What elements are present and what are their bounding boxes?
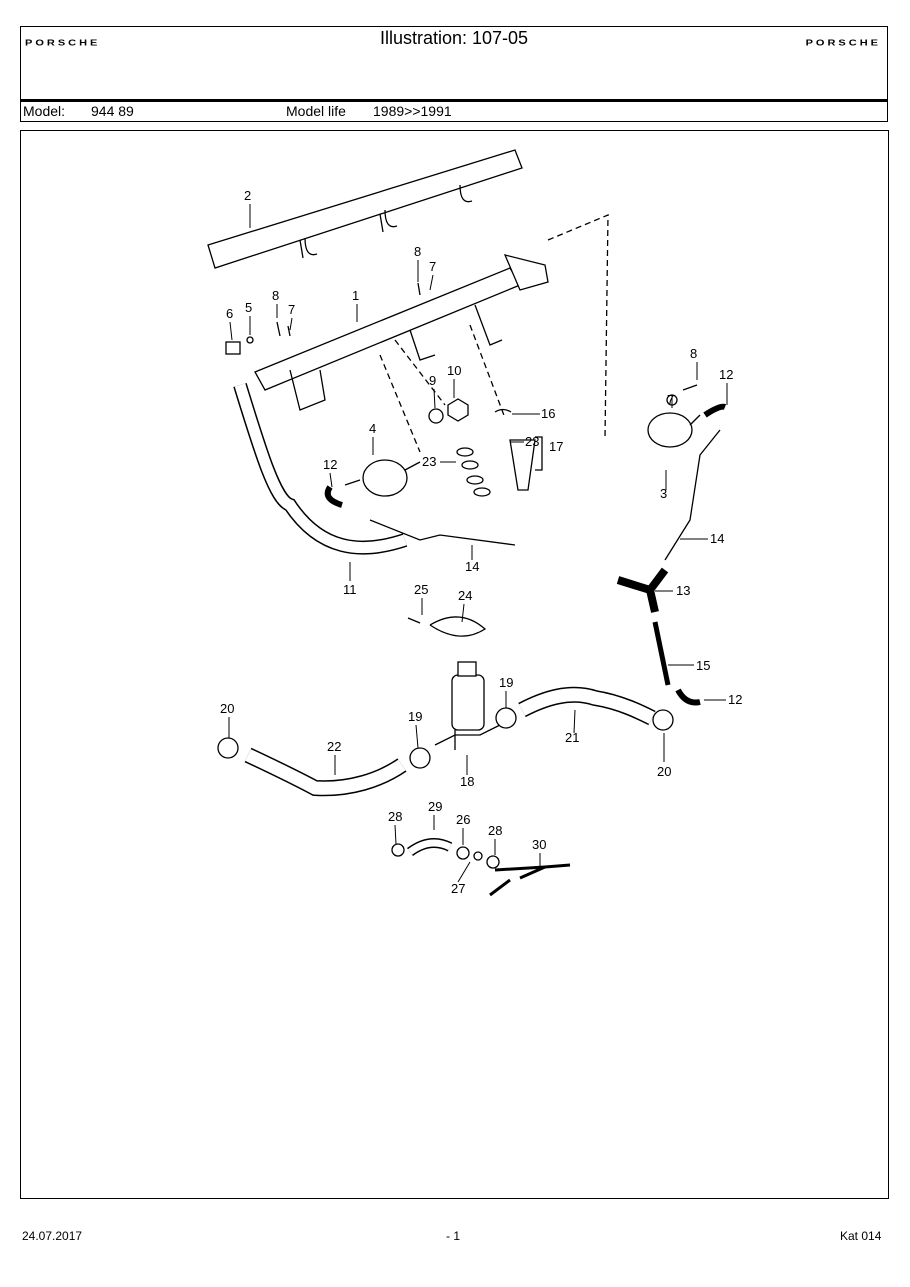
label-20a: 20	[220, 701, 234, 716]
porsche-logo-left: PORSCHE	[25, 38, 101, 48]
footer-page: - 1	[446, 1229, 461, 1243]
label-24: 24	[458, 588, 472, 603]
label-16: 16	[541, 406, 555, 421]
label-23a: 23	[525, 434, 539, 449]
label-6: 6	[226, 306, 233, 321]
label-30: 30	[532, 837, 546, 852]
leader-lines	[228, 204, 728, 883]
label-11: 11	[343, 582, 357, 597]
model-label: Model:	[23, 103, 66, 119]
label-15: 15	[696, 658, 710, 673]
label-14b: 14	[465, 559, 479, 574]
label-5: 5	[245, 300, 252, 315]
label-22: 22	[327, 739, 341, 754]
illustration-title: Illustration: 107-05	[379, 28, 529, 48]
model-life-value: 1989>>1991	[373, 103, 452, 119]
callout-labels: 2 1 8 7 8 5 7 6 9 10 16 23 17 23 4 12 7 …	[220, 188, 742, 896]
label-1: 1	[352, 288, 359, 303]
label-8b: 8	[272, 288, 279, 303]
label-9: 9	[429, 373, 436, 388]
label-10: 10	[447, 363, 461, 378]
label-3: 3	[660, 486, 667, 501]
label-12b: 12	[719, 367, 733, 382]
footer-catalog: Kat 014	[840, 1229, 882, 1243]
label-19b: 19	[408, 709, 422, 724]
header-divider	[21, 99, 887, 102]
model-value: 944 89	[91, 103, 134, 119]
model-life-label: Model life	[286, 103, 346, 119]
label-29: 29	[428, 799, 442, 814]
footer-date: 24.07.2017	[22, 1229, 83, 1243]
label-28a: 28	[388, 809, 402, 824]
label-23b: 23	[422, 454, 436, 469]
label-4: 4	[369, 421, 376, 436]
label-12c: 12	[728, 692, 742, 707]
label-2: 2	[244, 188, 251, 203]
label-7a: 7	[429, 259, 436, 274]
label-26: 26	[456, 812, 470, 827]
label-8a: 8	[414, 244, 421, 259]
diagram-drawing	[207, 149, 727, 897]
label-18: 18	[460, 774, 474, 789]
label-7c: 7	[667, 392, 674, 407]
label-17: 17	[549, 439, 563, 454]
label-13: 13	[676, 583, 690, 598]
label-19a: 19	[499, 675, 513, 690]
label-14a: 14	[710, 531, 724, 546]
label-7b: 7	[288, 302, 295, 317]
porsche-logo-right: PORSCHE	[805, 38, 881, 48]
label-25: 25	[414, 582, 428, 597]
label-28b: 28	[488, 823, 502, 838]
header-box: PORSCHE Illustration: 107-05 PORSCHE Mod…	[20, 26, 888, 122]
label-12a: 12	[323, 457, 337, 472]
label-20b: 20	[657, 764, 671, 779]
label-8c: 8	[690, 346, 697, 361]
model-row: Model: 944 89 Model life 1989>>1991	[21, 102, 887, 122]
label-21: 21	[565, 730, 579, 745]
diagram-frame	[20, 130, 889, 1199]
label-27: 27	[451, 881, 465, 896]
